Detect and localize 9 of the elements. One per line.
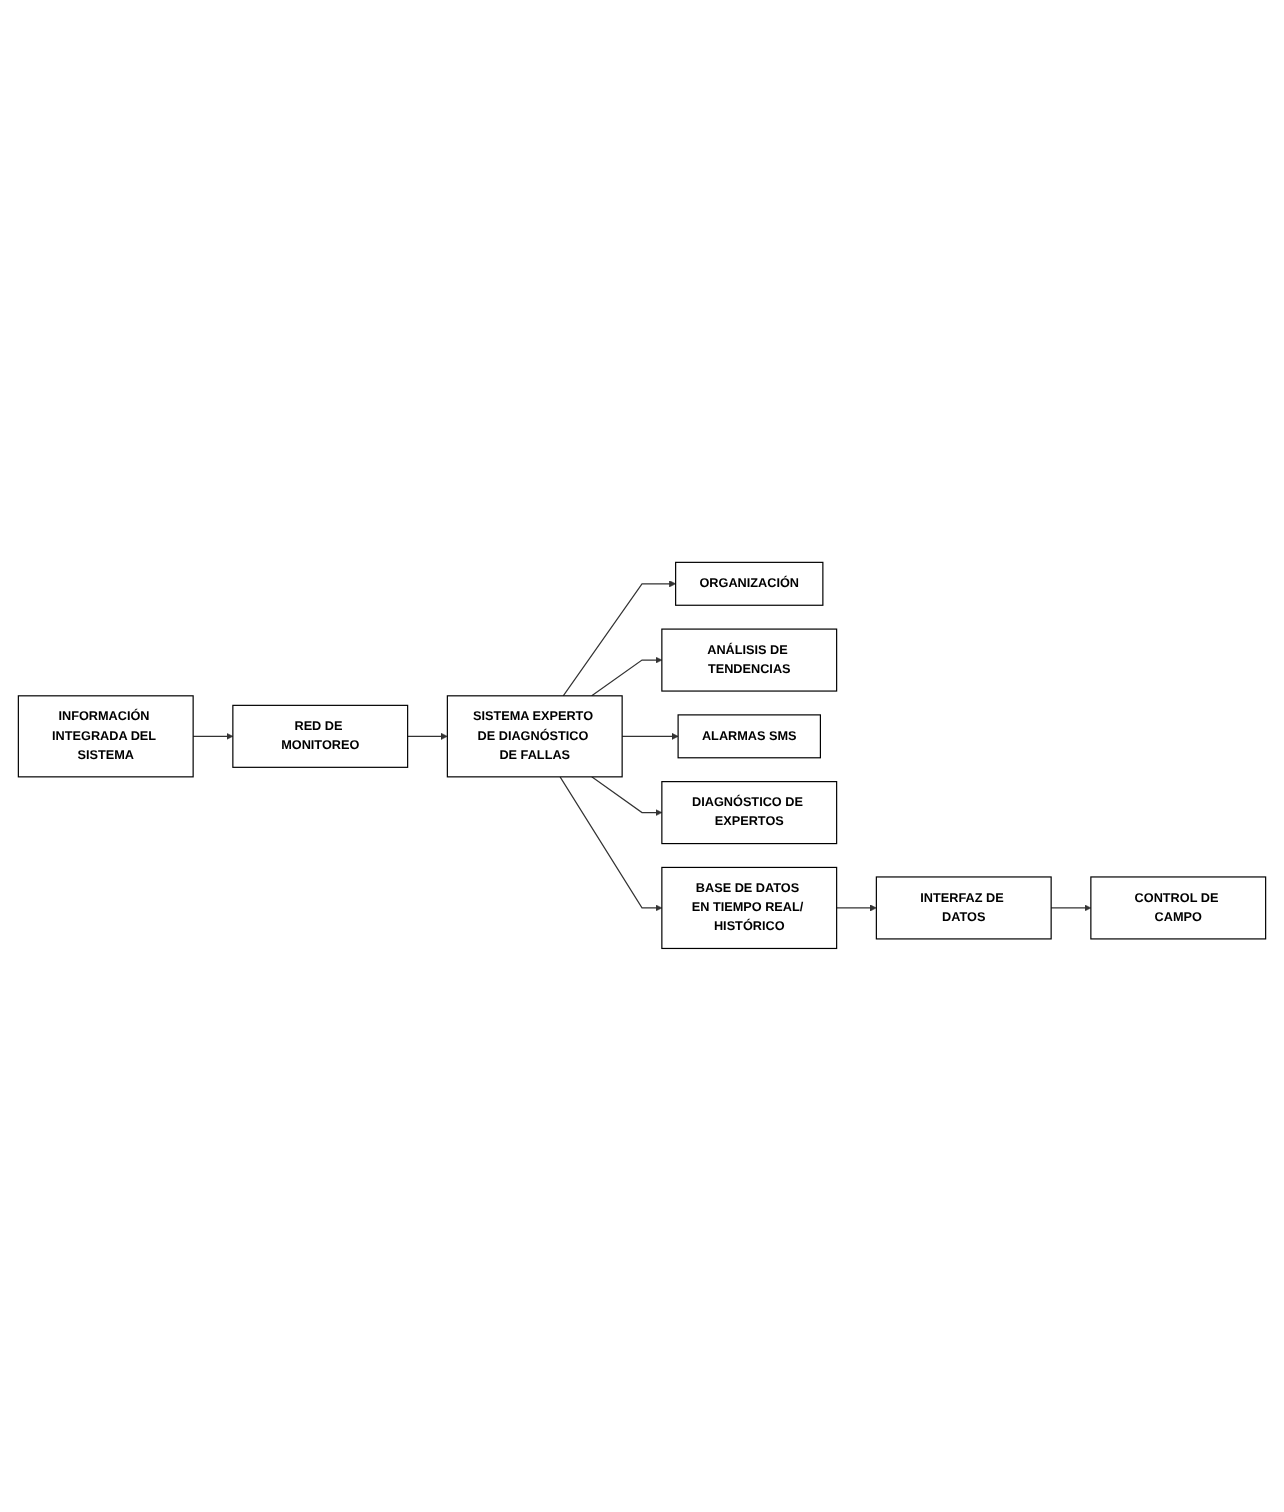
arrow xyxy=(562,580,676,697)
arrow xyxy=(407,733,448,741)
arrow xyxy=(1050,905,1092,913)
arrow xyxy=(192,733,234,741)
arrow xyxy=(591,776,663,817)
arrow xyxy=(591,657,663,697)
arrow xyxy=(559,776,663,913)
arrow xyxy=(621,733,679,741)
arrow xyxy=(836,905,877,913)
